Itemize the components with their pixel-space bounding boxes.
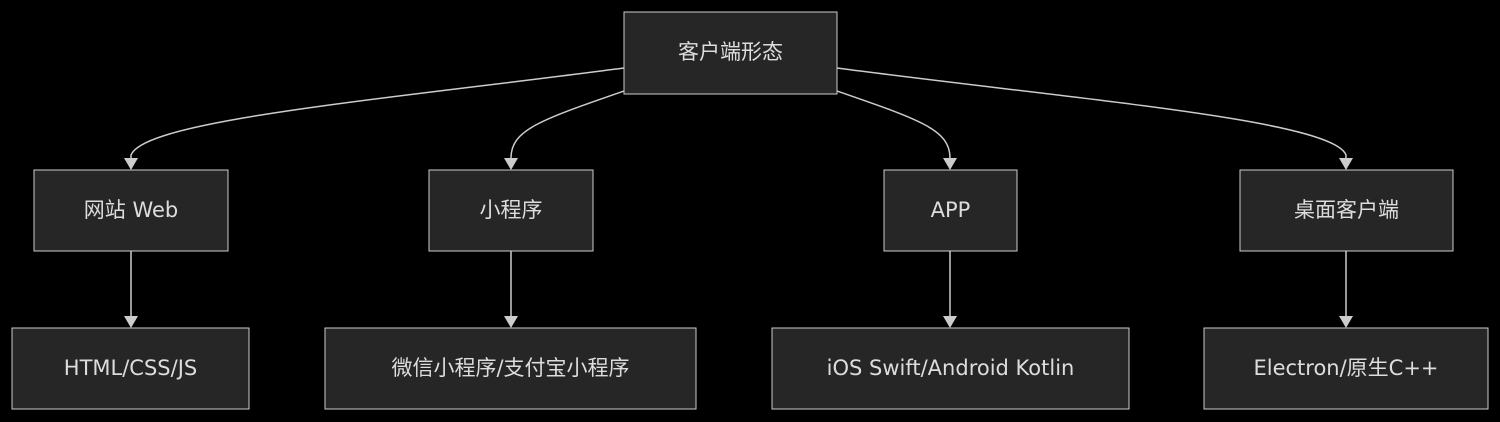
arrowhead-app-tech [943, 316, 957, 328]
edge-root-app [836, 90, 951, 159]
edge-root-web [130, 67, 625, 158]
node-app-tech[interactable]: iOS Swift/Android Kotlin [771, 327, 1130, 410]
node-root-label: 客户端形态 [678, 40, 783, 64]
node-root[interactable]: 客户端形态 [623, 11, 838, 95]
arrowhead-desktop [1339, 158, 1353, 170]
arrowhead-miniprogram [504, 158, 518, 170]
node-desktop-tech[interactable]: Electron/原生C++ [1203, 327, 1489, 410]
node-app-tech-label: iOS Swift/Android Kotlin [827, 356, 1075, 380]
node-miniprogram-tech[interactable]: 微信小程序/支付宝小程序 [324, 327, 697, 410]
arrowhead-desktop-tech [1339, 316, 1353, 328]
node-web-tech-label: HTML/CSS/JS [64, 356, 197, 380]
node-desktop-label: 桌面客户端 [1294, 198, 1399, 222]
arrowhead-web-tech [124, 316, 138, 328]
node-app-label: APP [931, 198, 971, 222]
node-desktop[interactable]: 桌面客户端 [1239, 169, 1454, 252]
arrowhead-miniprogram-tech [504, 316, 518, 328]
node-desktop-tech-label: Electron/原生C++ [1253, 356, 1438, 380]
arrowhead-web [124, 158, 138, 170]
node-web-label: 网站 Web [84, 198, 178, 222]
node-miniprogram-label: 小程序 [480, 198, 543, 222]
node-miniprogram[interactable]: 小程序 [428, 169, 594, 252]
edges [124, 67, 1353, 328]
node-app[interactable]: APP [883, 169, 1018, 252]
edge-root-desktop [836, 67, 1347, 158]
node-web-tech[interactable]: HTML/CSS/JS [11, 327, 250, 410]
arrowhead-app [943, 158, 957, 170]
node-miniprogram-tech-label: 微信小程序/支付宝小程序 [391, 356, 629, 380]
nodes: 客户端形态 网站 Web 小程序 APP 桌面客户端 HTML/CSS/JS 微… [11, 11, 1489, 410]
node-web[interactable]: 网站 Web [33, 169, 229, 252]
edge-root-miniprogram [510, 90, 625, 159]
